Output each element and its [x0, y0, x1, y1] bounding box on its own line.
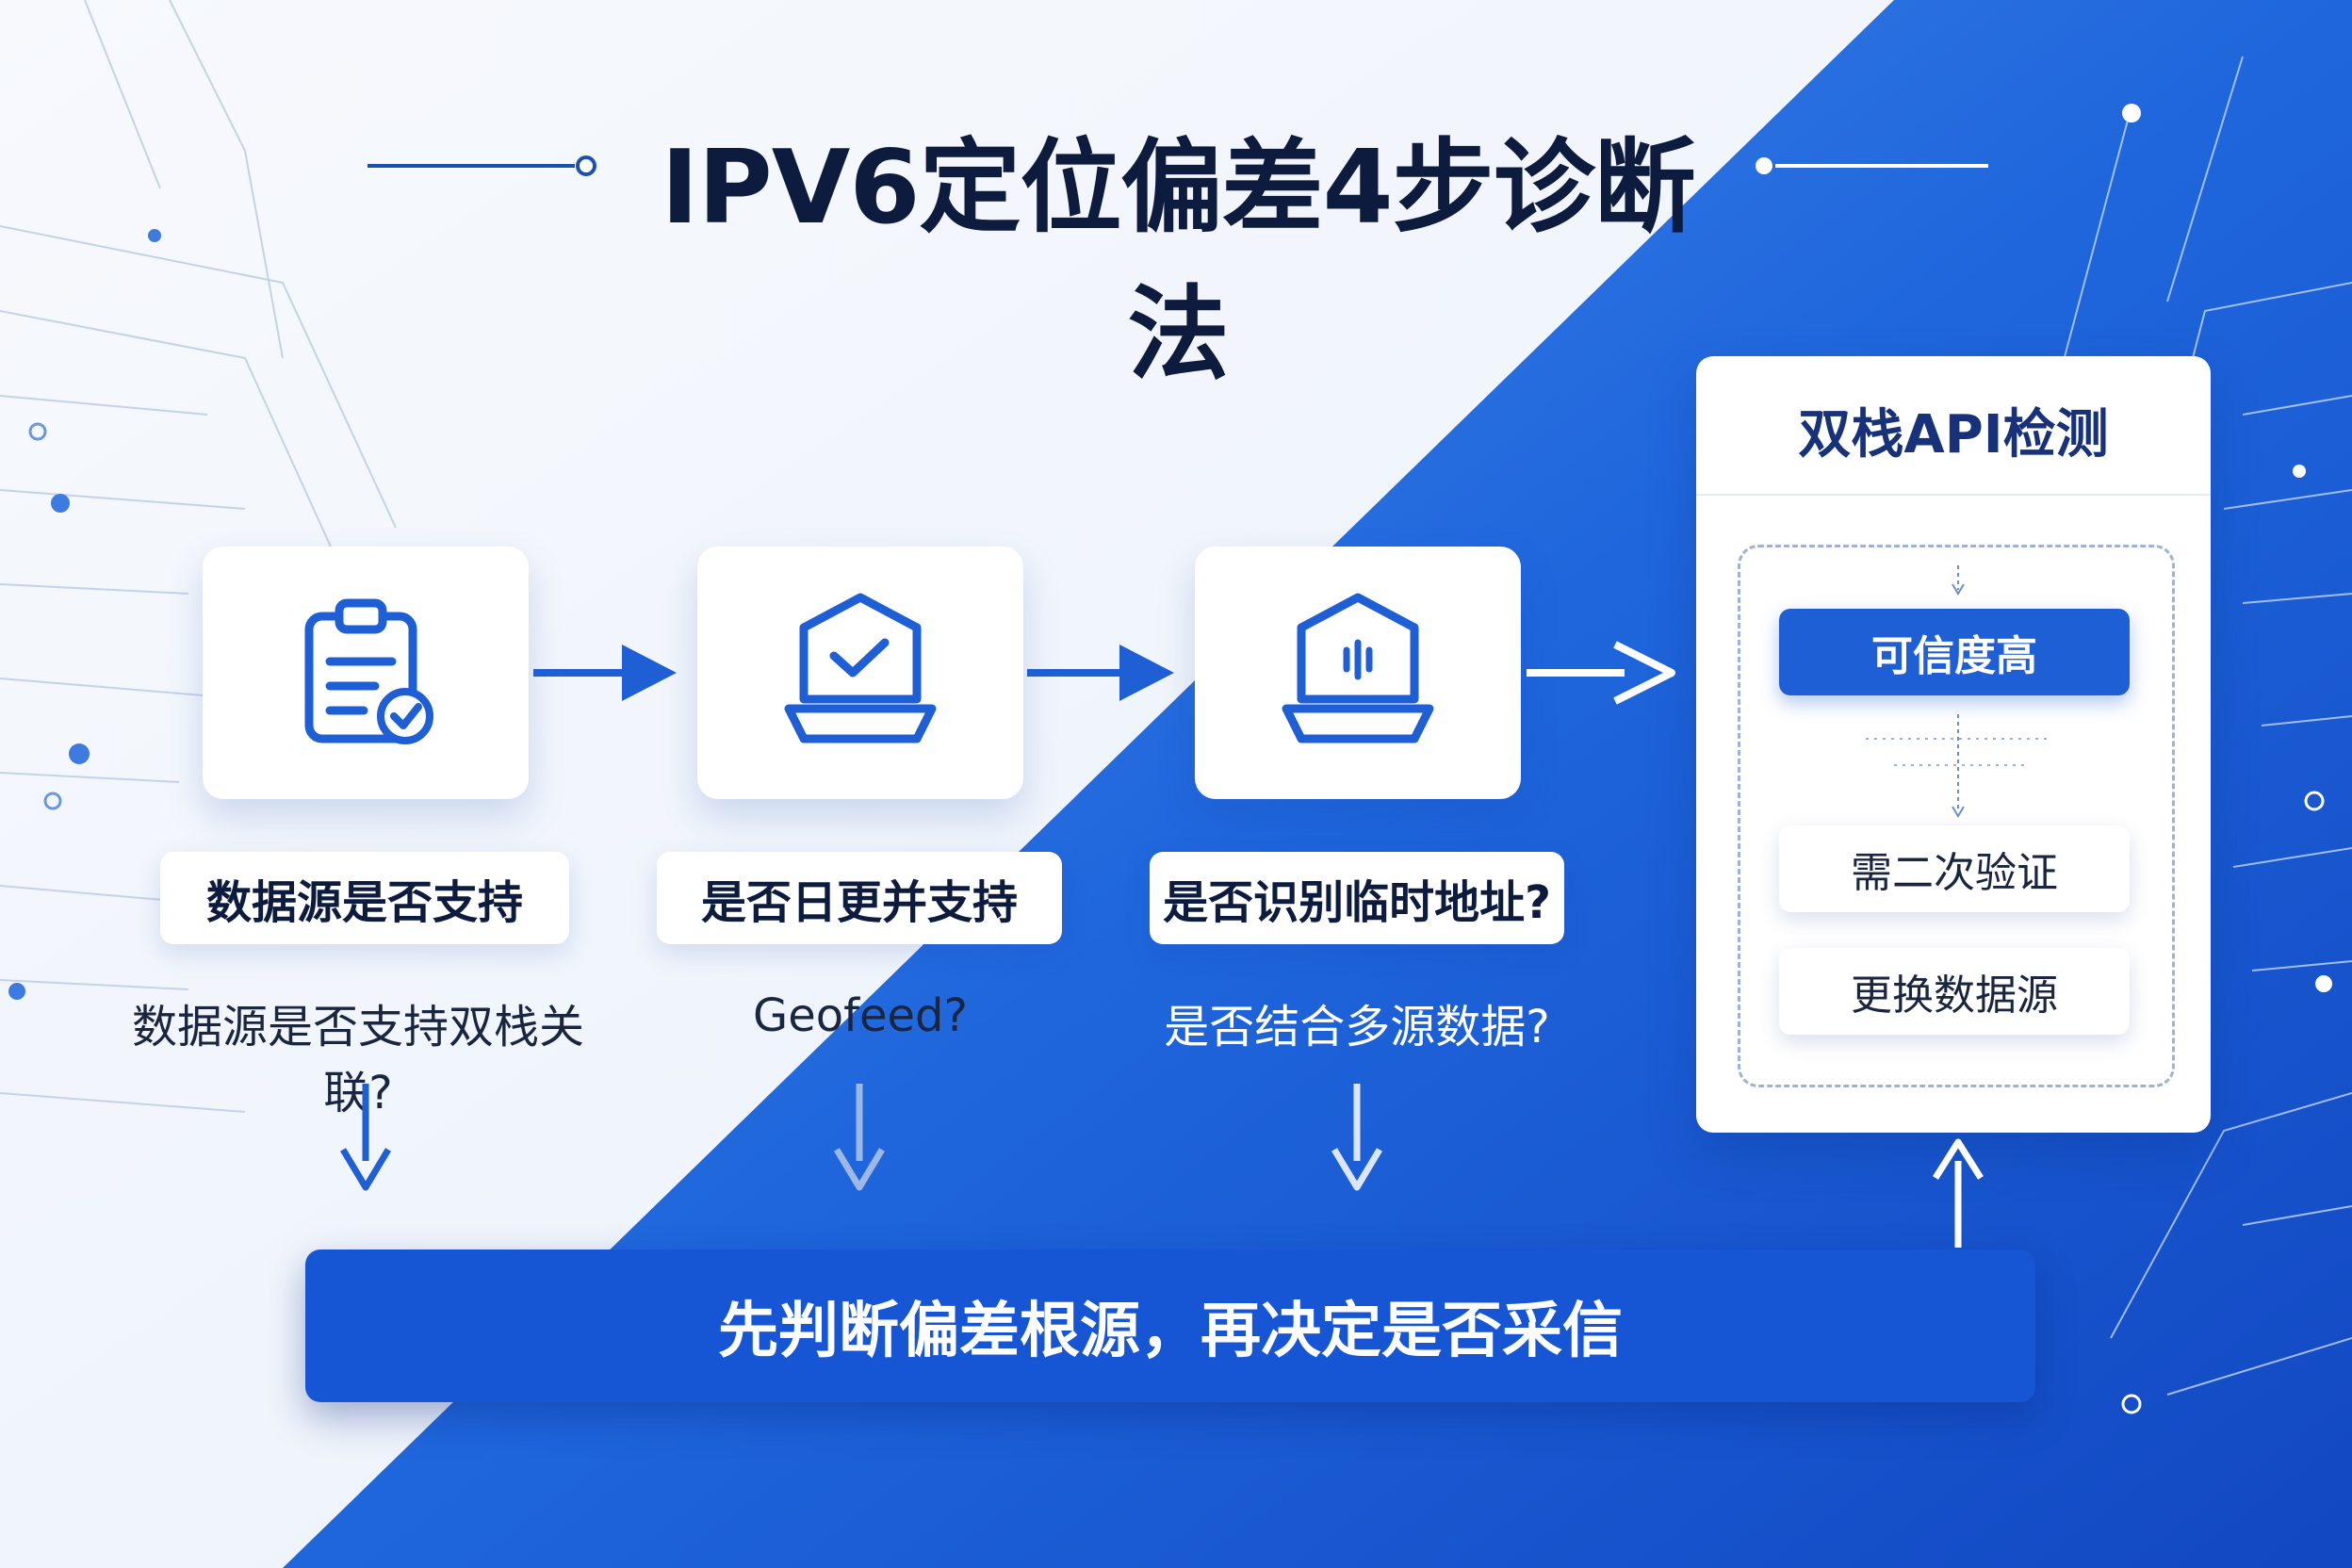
arrow-step1-to-step2	[533, 645, 677, 701]
step-3-card	[1195, 547, 1521, 799]
clipboard-check-icon	[304, 598, 433, 744]
step-2-card	[697, 547, 1023, 799]
arrow-step3-to-panel	[1527, 641, 1675, 705]
option-change-data-source[interactable]: 更换数据源	[1779, 948, 2130, 1035]
panel-connectors	[1866, 565, 2050, 818]
arrow-banner-to-panel	[1933, 1138, 1984, 1248]
step-1-subtext: 数据源是否支持双栈关联?	[131, 1001, 584, 1119]
arrow-step1-down	[339, 1084, 392, 1191]
panel-divider	[1696, 494, 2211, 496]
option-secondary-verification[interactable]: 需二次验证	[1779, 825, 2130, 912]
conclusion-banner: 先判断偏差根源，再决定是否采信	[305, 1250, 2035, 1402]
laptop-signal-icon	[1282, 593, 1434, 743]
laptop-check-icon	[784, 593, 937, 743]
step-1-label: 数据源是否支持	[160, 852, 569, 944]
step-3-label: 是否识别临时地址?	[1150, 852, 1564, 944]
arrow-step3-down	[1331, 1084, 1383, 1191]
arrow-step2-to-step3	[1027, 645, 1174, 701]
arrow-step2-down	[833, 1084, 886, 1191]
option-high-confidence[interactable]: 可信度高	[1779, 609, 2130, 695]
step-2-subtext: Geofeed?	[753, 989, 968, 1042]
dual-stack-api-panel: 双栈API检测 可信度高 需二次验证 更换数据源	[1696, 356, 2211, 1133]
page-title: IPV6定位偏差4步诊断法	[661, 129, 1695, 394]
step-2-label: 是否日更并支持	[657, 852, 1062, 944]
result-options-group	[1738, 545, 2175, 1087]
step-1-card	[203, 547, 529, 799]
panel-title: 双栈API检测	[1798, 404, 2109, 466]
step-3-subtext: 是否结合多源数据?	[1164, 1001, 1550, 1054]
